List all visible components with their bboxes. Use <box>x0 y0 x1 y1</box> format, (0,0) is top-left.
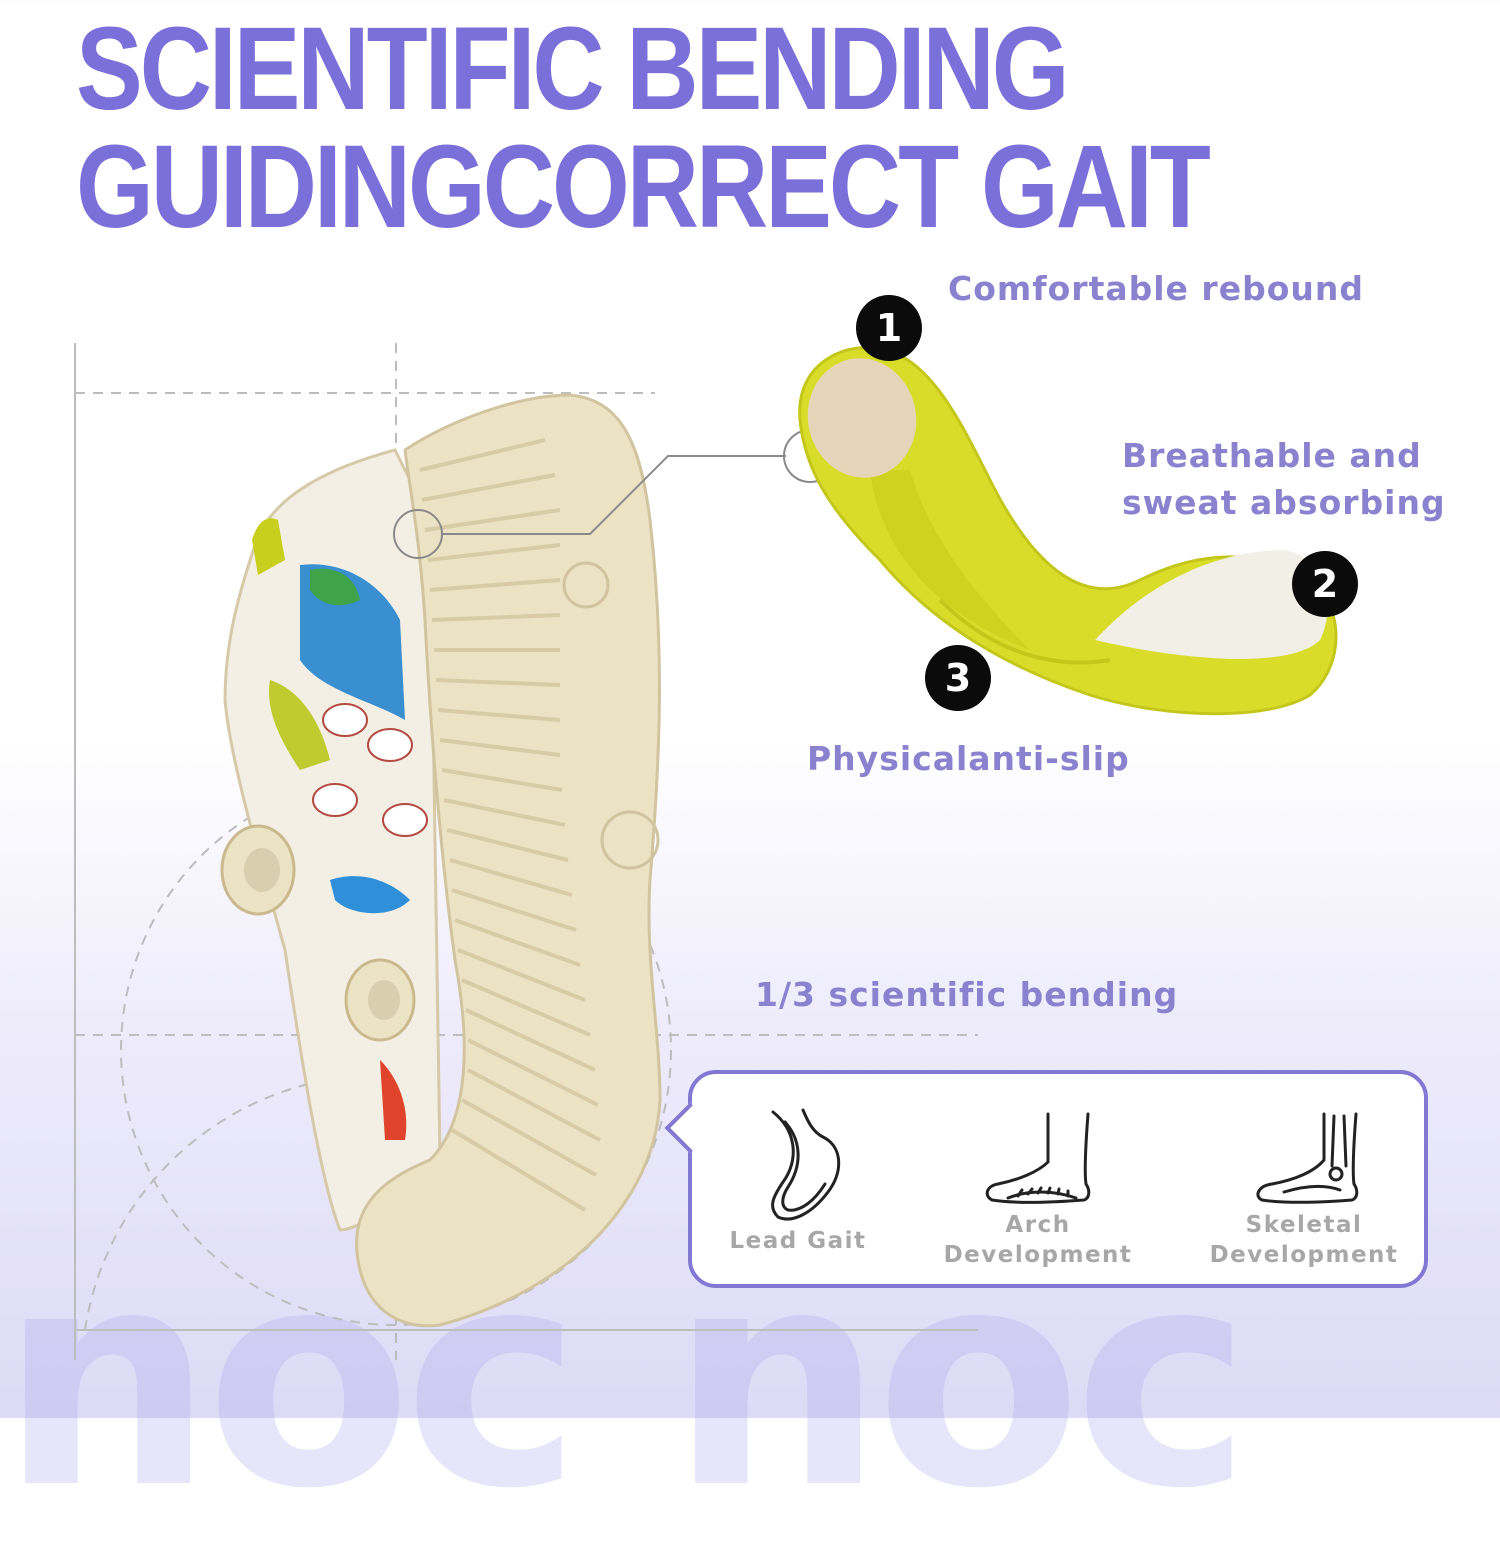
foot-arch-icon <box>985 1112 1091 1204</box>
badge-2: 2 <box>1292 551 1358 617</box>
feature-label-line-1: Arch <box>1005 1212 1071 1238</box>
foot-gait-icon <box>771 1108 841 1221</box>
badge-3: 3 <box>925 645 991 711</box>
callout-scientific-bending: 1/3 scientific bending <box>755 975 1179 1014</box>
feature-label-line-2: Development <box>943 1242 1133 1268</box>
foot-skeleton-icon <box>1256 1112 1359 1204</box>
badge-1: 1 <box>856 295 922 361</box>
callout-breathable-line-2: sweat absorbing <box>1122 483 1446 522</box>
headline-line-2: GUIDINGCORRECT GAIT <box>76 120 1211 254</box>
feature-lead-gait: Lead Gait <box>678 1102 918 1256</box>
feature-skeletal-development: Skeletal Development <box>1184 1110 1424 1270</box>
feature-label-line-1: Lead Gait <box>729 1228 867 1254</box>
feature-arch-development: Arch Development <box>918 1110 1158 1270</box>
feature-label-line-2: Development <box>1209 1242 1399 1268</box>
shoe-sole <box>355 393 662 1328</box>
shoe-illustration <box>74 343 1338 1360</box>
callout-breathable-line-1: Breathable and <box>1122 436 1422 475</box>
shoe-upper <box>220 448 442 1232</box>
headline-line-1: SCIENTIFIC BENDING <box>76 2 1069 136</box>
feature-label-line-1: Skeletal <box>1245 1212 1363 1238</box>
insole-illustration <box>798 346 1338 716</box>
callout-comfortable-rebound: Comfortable rebound <box>948 269 1364 308</box>
callout-anti-slip: Physicalanti-slip <box>807 739 1130 778</box>
feature-card: Lead Gait Arch Development Skeletal Deve… <box>664 1070 1428 1288</box>
